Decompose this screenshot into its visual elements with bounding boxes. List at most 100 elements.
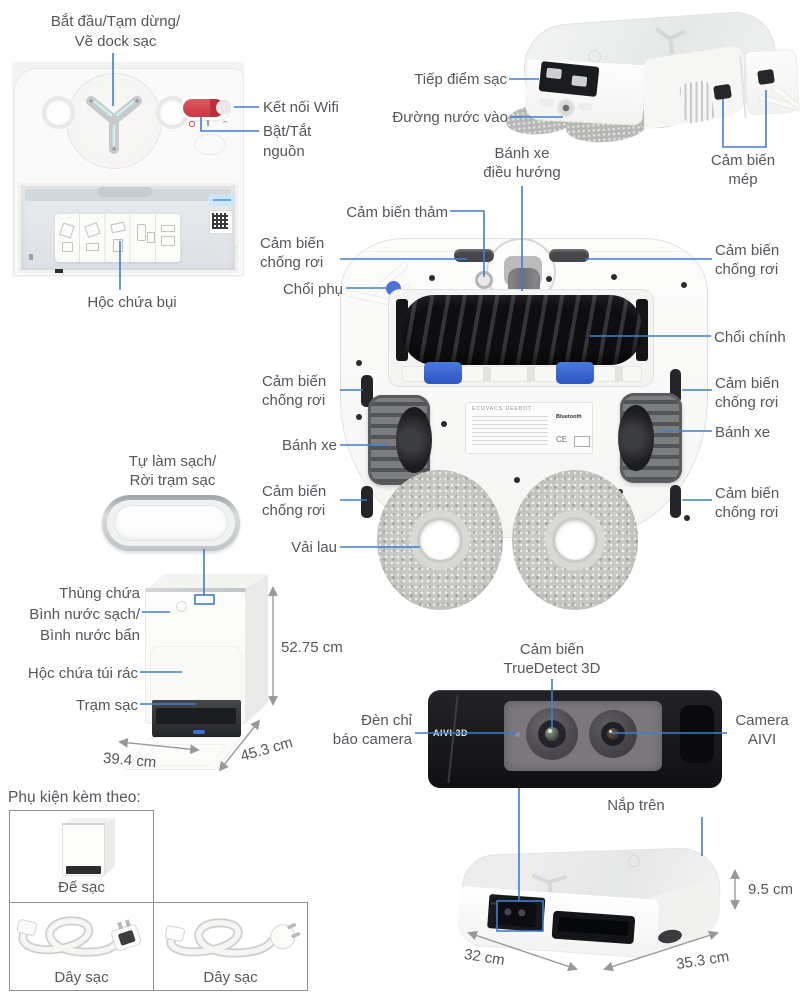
label-main-brush: Chổi chính (714, 329, 786, 346)
aivi-camera-lens-icon (589, 710, 637, 758)
self-clean-button-photo (102, 495, 240, 551)
dock-silver-band (145, 588, 246, 592)
label-start-pause: Bắt đầu/Tạm dừng/ Vẽ dock sạc (50, 13, 181, 50)
label-charging-station: Trạm sạc (76, 697, 138, 714)
wifi-button (216, 100, 231, 115)
label-dust-bag: Hộc chứa túi rác (27, 665, 138, 682)
brand-logo-icon (588, 50, 601, 63)
front-camera-window (487, 894, 546, 932)
label-self-clean: Tự làm sạch/ Rời trạm sạc (128, 453, 217, 489)
dust-box-compartment (18, 183, 238, 273)
charging-cable-icon (164, 918, 301, 958)
anti-fall-sensor-icon (361, 486, 373, 518)
dock-logo-icon (176, 601, 187, 612)
charge-contact-icon (571, 75, 588, 87)
brand-logo-icon (628, 855, 640, 867)
dock-side-face (245, 574, 268, 724)
label-side-brush: Chổi phụ (282, 281, 343, 298)
label-camera-indicator: Đèn chỉ báo camera (332, 712, 412, 748)
front-sensor-window (551, 910, 636, 945)
drive-wheel-icon (618, 393, 682, 483)
label-wheel-right: Bánh xe (715, 424, 771, 441)
label-edge-sensor: Cảm biến mép (710, 152, 776, 188)
accessories-title: Phụ kiện kèm theo: (8, 789, 141, 806)
start-pause-y-button-icon (86, 96, 142, 154)
carpet-sensor-icon (475, 271, 493, 289)
label-top-cover: Nắp trên (607, 797, 665, 814)
anti-fall-sensor-icon (670, 485, 681, 518)
info-sticker (209, 194, 235, 206)
brush-clip-icon (556, 362, 594, 384)
label-anti-fall-sensor: Cảm biến chống rơi (715, 375, 780, 411)
anti-fall-sensor-icon (454, 249, 494, 262)
accessory-box-cable-1: Dây sạc (9, 902, 154, 991)
label-truedetect: Cảm biến TrueDetect 3D (503, 641, 601, 677)
robot-width-dimension: 32 cm (462, 945, 506, 970)
robot-depth-dimension: 35.3 cm (674, 947, 731, 974)
qr-code-icon (209, 210, 233, 234)
accessory-label-dock: Đế sạc (58, 879, 105, 896)
ce-mark-icon: CE (556, 435, 568, 444)
speaker-hole-icon (42, 96, 75, 129)
reset-recess-icon (194, 134, 226, 155)
wifi-mark-icon (222, 121, 228, 128)
label-anti-fall-sensor: Cảm biến chống rơi (262, 373, 327, 409)
dock-height-dimension: 52.75 cm (281, 639, 343, 656)
camera-cutout (680, 705, 714, 763)
label-wheel-left: Bánh xe (281, 437, 337, 454)
anti-fall-sensor-icon (549, 249, 589, 262)
dock-depth-dimension: 45.3 cm (238, 733, 295, 766)
charging-cable-icon (16, 916, 142, 957)
edge-sensor-icon (713, 83, 732, 101)
anti-fall-sensor-icon (670, 369, 681, 403)
label-mop-cloth: Vải lau (291, 539, 337, 556)
drive-wheel-icon (368, 395, 432, 485)
edge-sensor-icon (757, 68, 775, 86)
robot-front-face (455, 886, 660, 959)
plate-brand-text: ECOVACS DEEBOT (472, 406, 533, 412)
camera-panel-text: AIVI 3D (433, 728, 469, 738)
charge-contact-window (538, 61, 600, 97)
power-on-mark-icon (207, 120, 209, 126)
label-caster-wheel: Bánh xe điều hướng (483, 145, 561, 181)
mop-pad-icon (512, 470, 638, 610)
product-label-plate: ECOVACS DEEBOT Bluetooth CE (465, 402, 593, 454)
label-anti-fall-sensor: Cảm biến chống rơi (715, 242, 780, 278)
water-inlet-icon (557, 99, 575, 117)
dock-top-face (145, 574, 267, 591)
accessory-label-cable: Dây sạc (203, 969, 258, 986)
accessory-box-dock: Đế sạc (9, 810, 154, 903)
dock-width-dimension: 39.4 cm (102, 749, 157, 772)
label-power: Bật/Tắt nguồn (263, 123, 312, 160)
main-brush-roller (402, 295, 642, 365)
accessory-box-cable-2: Dây sạc (153, 902, 308, 991)
y-logo-icon (532, 874, 567, 895)
label-anti-fall-sensor: Cảm biến chống rơi (260, 235, 325, 271)
accessory-label-cable: Dây sạc (54, 969, 109, 986)
y-logo-icon (656, 28, 685, 54)
bluetooth-logo-icon: Bluetooth (556, 414, 582, 420)
label-water-tanks: Thùng chứa Bình nước sạch/ Bình nước bẩn (29, 585, 140, 644)
robot-height-dimension: 9.5 cm (748, 881, 794, 898)
mop-pad-icon (377, 470, 503, 610)
camera-module-photo: AIVI 3D (428, 690, 722, 788)
label-camera-aivi: Camera AIVI (735, 712, 789, 748)
dock-opening (152, 700, 241, 738)
label-anti-fall-sensor: Cảm biến chống rơi (715, 485, 780, 521)
label-charge-contacts: Tiếp điểm sạc (414, 71, 507, 88)
label-dust-box: Hộc chứa bụi (87, 294, 177, 311)
charge-contact-icon (546, 67, 562, 80)
anti-fall-sensor-icon (361, 375, 373, 407)
brush-clip-icon (424, 362, 462, 384)
dock-charge-light-icon (193, 730, 205, 734)
power-off-mark-icon (189, 121, 195, 127)
label-anti-fall-sensor: Cảm biến chống rơi (262, 483, 327, 519)
label-carpet-sensor: Cảm biến thảm (346, 204, 448, 221)
label-wifi: Kết nối Wifi (263, 99, 339, 116)
robot-top-view-photo (12, 62, 244, 277)
label-water-inlet: Đường nước vào (392, 109, 508, 126)
truedetect-lens-icon (526, 708, 578, 760)
dust-box-handle (97, 187, 153, 197)
instruction-card (55, 214, 181, 262)
